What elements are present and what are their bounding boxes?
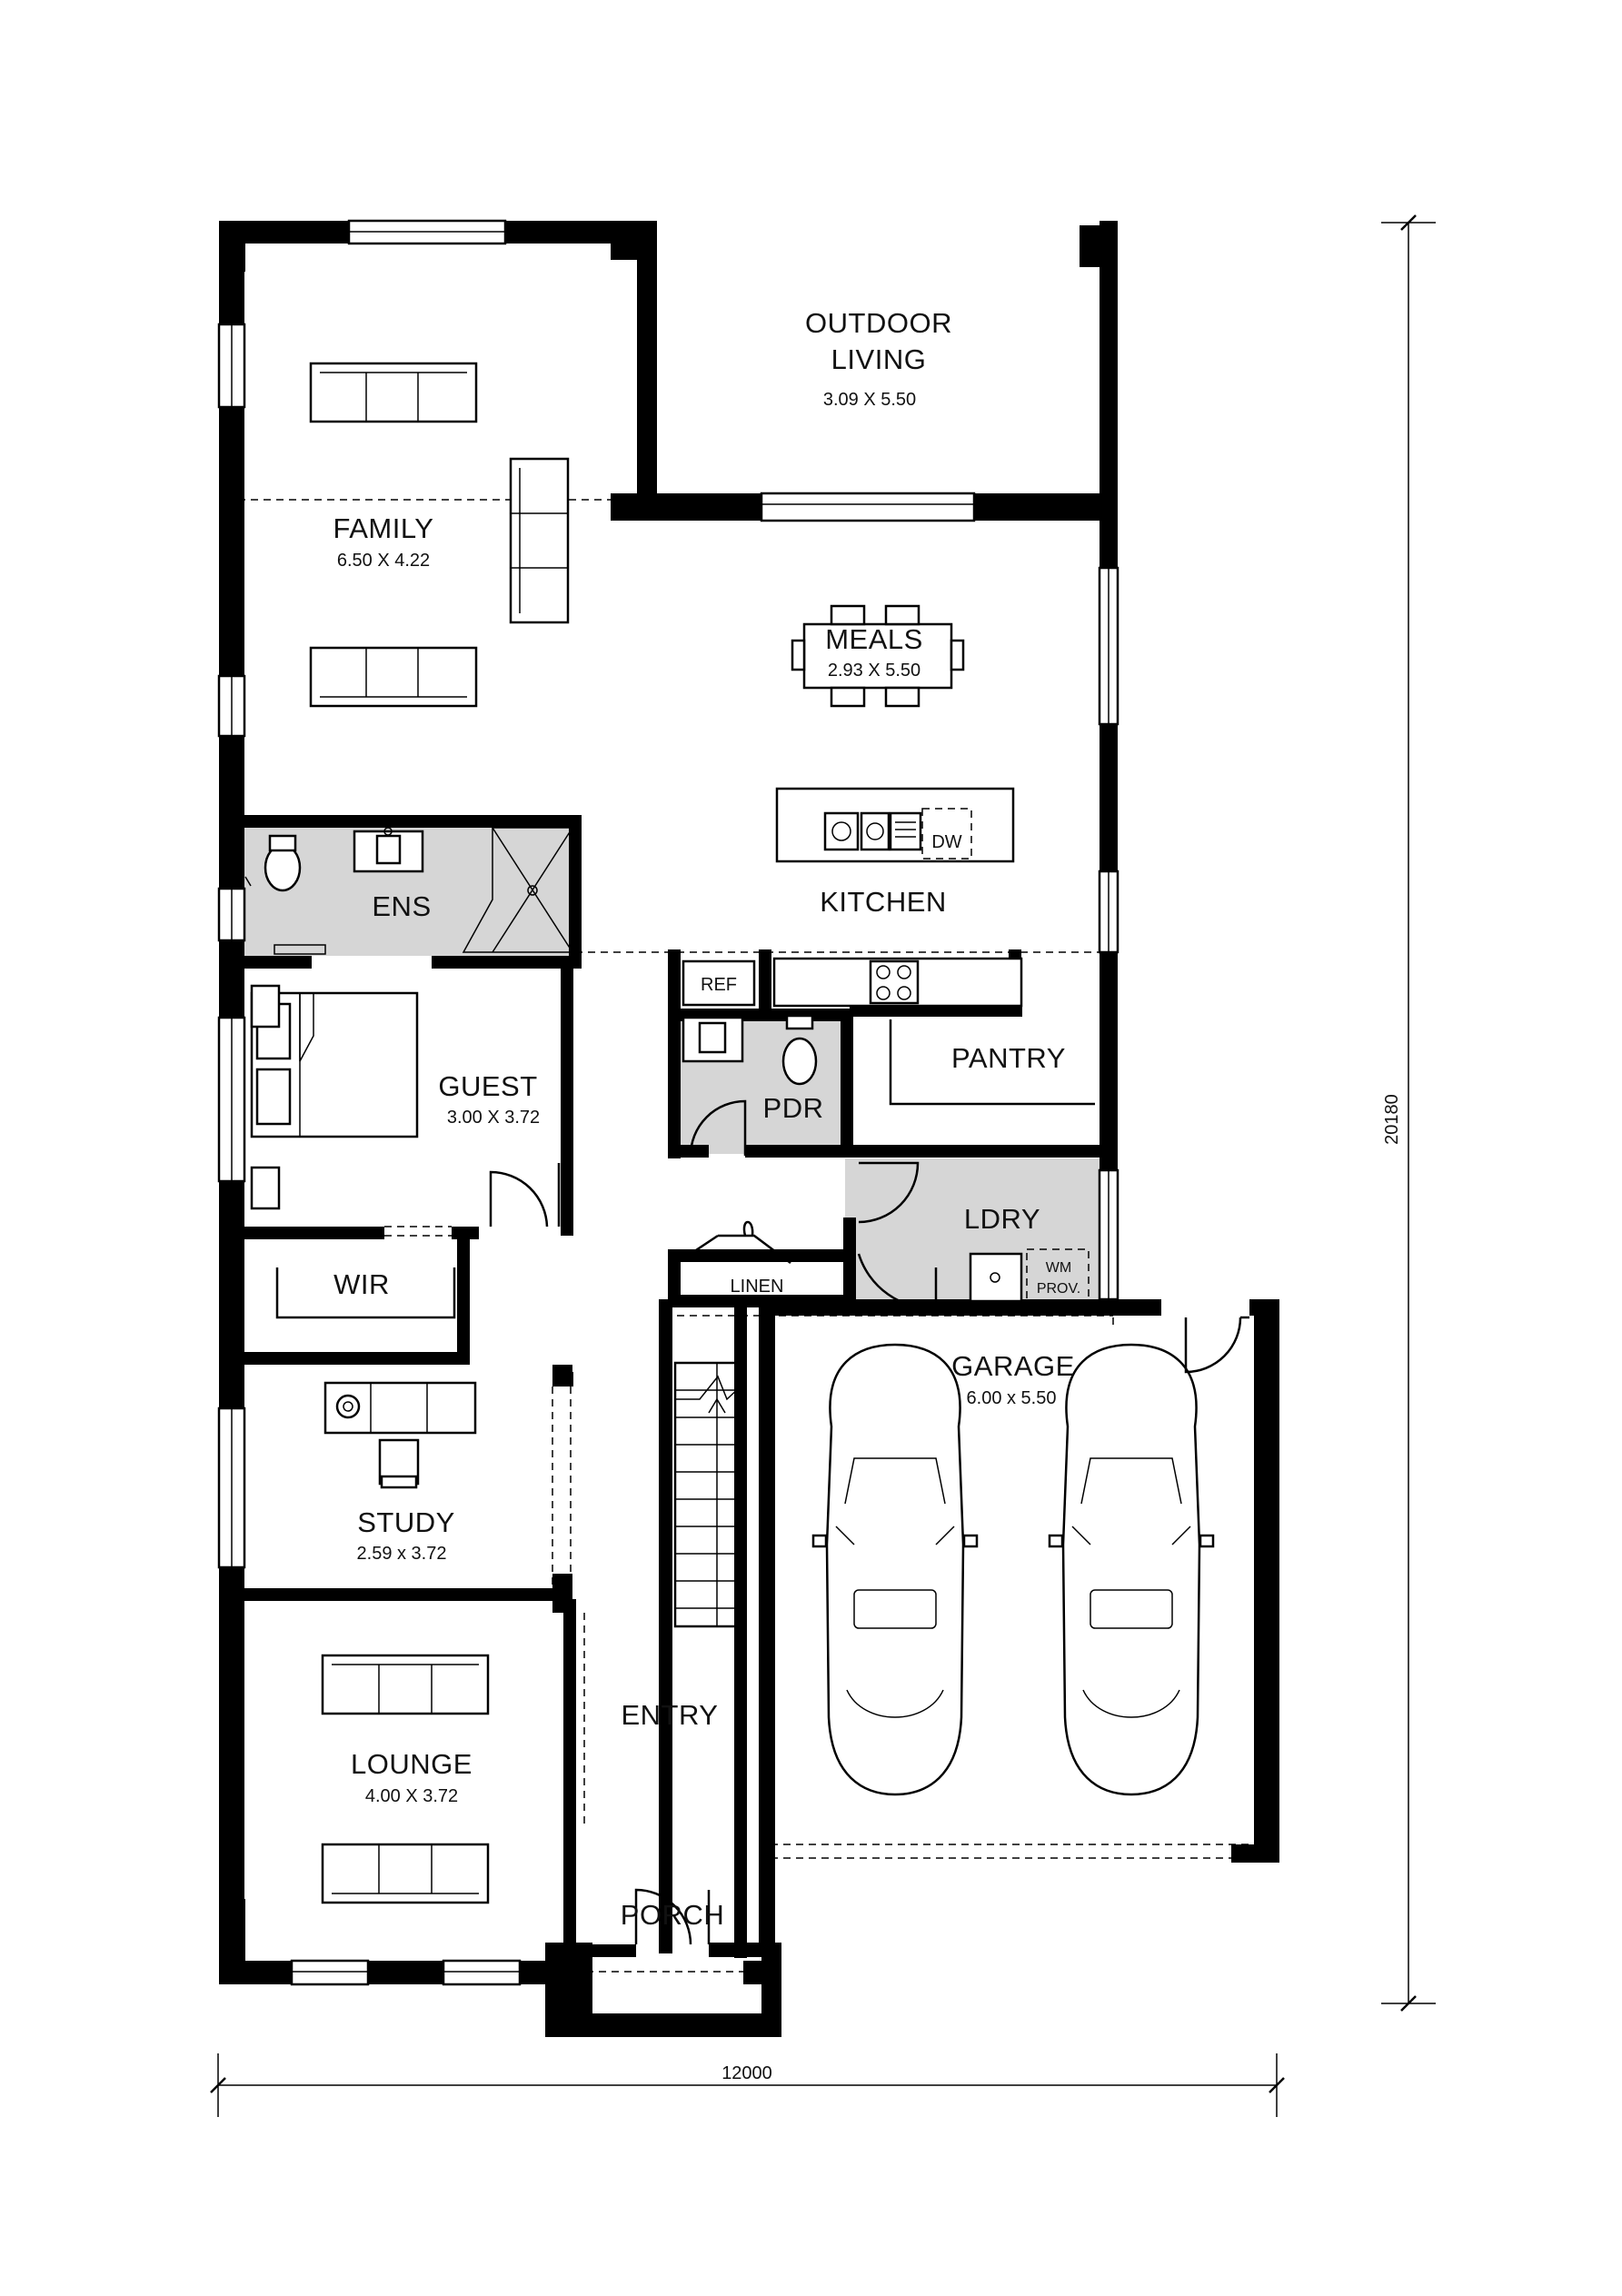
lounge-size: 4.00 X 3.72 [365, 1786, 458, 1806]
furniture [244, 362, 1095, 1904]
overall-depth-label: 20180 [1382, 1094, 1402, 1145]
meals-size: 2.93 X 5.50 [828, 661, 920, 681]
garage-label: GARAGE [951, 1350, 1075, 1382]
meals-label: MEALS [825, 623, 923, 655]
ens-label: ENS [372, 890, 431, 922]
pantry-label: PANTRY [951, 1042, 1066, 1074]
fridge-label: REF [701, 975, 737, 995]
study-size: 2.59 x 3.72 [357, 1544, 447, 1564]
cars [811, 1343, 1215, 1796]
outdoor-living-label-1: OUTDOOR [805, 307, 952, 339]
dimension-depth [1381, 214, 1436, 2012]
outdoor-living-size: 3.09 X 5.50 [823, 390, 916, 410]
wir-label: WIR [333, 1268, 390, 1300]
car-right [1048, 1343, 1215, 1796]
doors [489, 1099, 1249, 1945]
entry-label: ENTRY [621, 1699, 718, 1731]
room-labels: OUTDOOR LIVING 3.09 X 5.50 FAMILY 6.50 X… [333, 307, 1081, 1931]
guest-label: GUEST [438, 1070, 537, 1102]
study-label: STUDY [357, 1506, 455, 1538]
dishwasher-label: DW [931, 832, 961, 852]
ldry-label: LDRY [964, 1203, 1040, 1235]
garage-size: 6.00 x 5.50 [967, 1388, 1057, 1408]
lounge-label: LOUNGE [351, 1748, 473, 1780]
kitchen-label: KITCHEN [820, 886, 947, 918]
family-label: FAMILY [333, 512, 434, 544]
guest-size: 3.00 X 3.72 [447, 1108, 540, 1128]
family-size: 6.50 X 4.22 [337, 551, 430, 571]
car-left [811, 1343, 979, 1796]
dimension-width [210, 2053, 1285, 2117]
linen-label: LINEN [731, 1277, 784, 1297]
wm-label-1: WM [1046, 1260, 1071, 1276]
pdr-label: PDR [763, 1092, 824, 1124]
wm-label-2: PROV. [1037, 1281, 1080, 1297]
outdoor-living-label-2: LIVING [831, 343, 927, 375]
overall-width-label: 12000 [721, 2063, 772, 2083]
windows [217, 219, 1119, 1986]
porch-label: PORCH [621, 1899, 724, 1931]
